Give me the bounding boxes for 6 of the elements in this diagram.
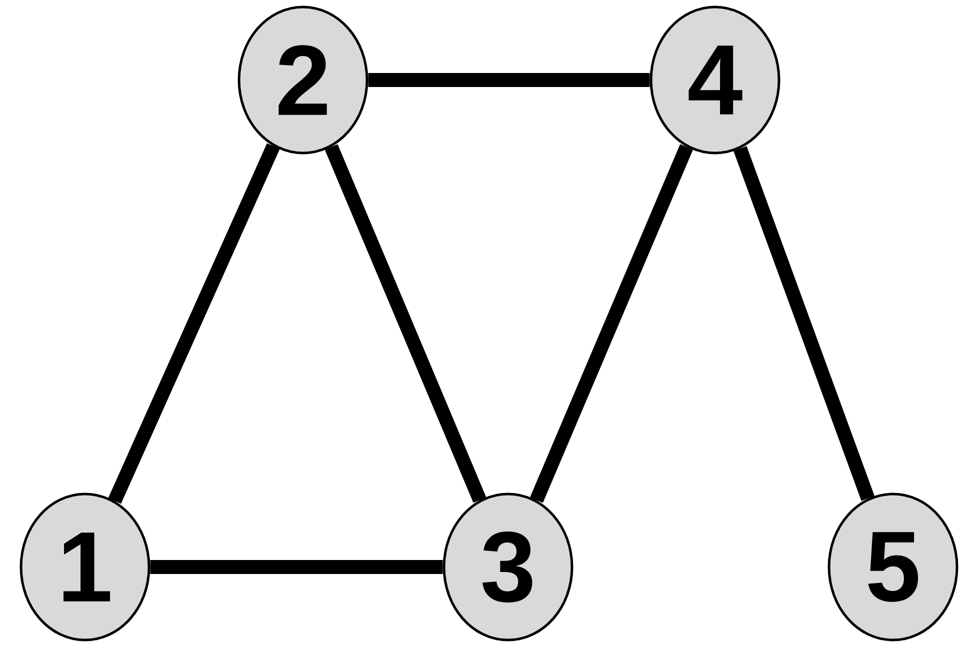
edge-line: [734, 146, 875, 501]
edge-line: [324, 144, 486, 503]
edge-line: [108, 143, 280, 504]
edge-line: [530, 144, 694, 503]
edge-line: [150, 560, 443, 574]
edge-line: [368, 73, 650, 87]
